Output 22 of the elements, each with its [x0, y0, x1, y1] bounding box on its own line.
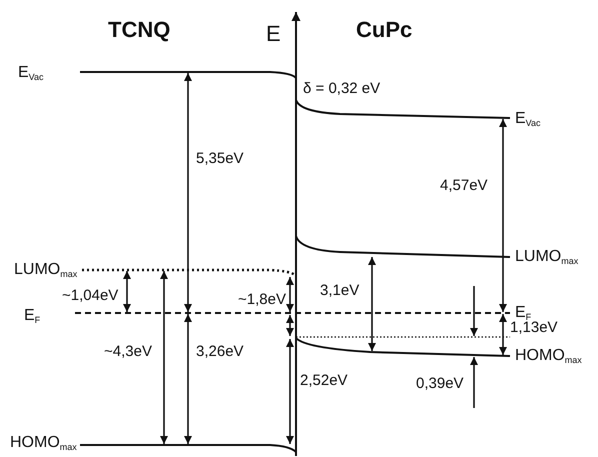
- energy-value: 2,52eV: [300, 372, 348, 389]
- energy-value: 4,57eV: [440, 177, 488, 194]
- offset-label: δ = 0,32 eV: [303, 80, 380, 97]
- energy-value: ~4,3eV: [104, 343, 152, 360]
- energy-level-label: LUMO$_{max}$: [515, 248, 578, 268]
- energy-level-label: LUMO$_{max}$: [14, 261, 78, 281]
- energy-value: ~1,04eV: [62, 287, 118, 304]
- energy-level-label: E$_{F}$: [515, 304, 532, 322]
- energy-value: 5,35eV: [196, 150, 244, 167]
- energy-level-label: HOMO$_{max}$: [515, 347, 582, 367]
- material-label: CuPc: [356, 18, 412, 42]
- energy-value: 1,13eV: [510, 319, 558, 336]
- energy-value: 3,26eV: [196, 343, 244, 360]
- energy-level-label: E$_{Vac}$: [18, 64, 44, 84]
- energy-level-label: HOMO$_{max}$: [10, 434, 77, 454]
- energy-level-label: E$_{F}$: [24, 307, 40, 327]
- energy-value: 0,39eV: [416, 375, 464, 392]
- energy-value: 3,1eV: [320, 282, 360, 299]
- energy-value: ~1,8eV: [238, 291, 286, 308]
- axis-label: E: [266, 22, 281, 46]
- energy-level-label: E$_{Vac}$: [515, 110, 541, 130]
- material-label: TCNQ: [108, 18, 170, 42]
